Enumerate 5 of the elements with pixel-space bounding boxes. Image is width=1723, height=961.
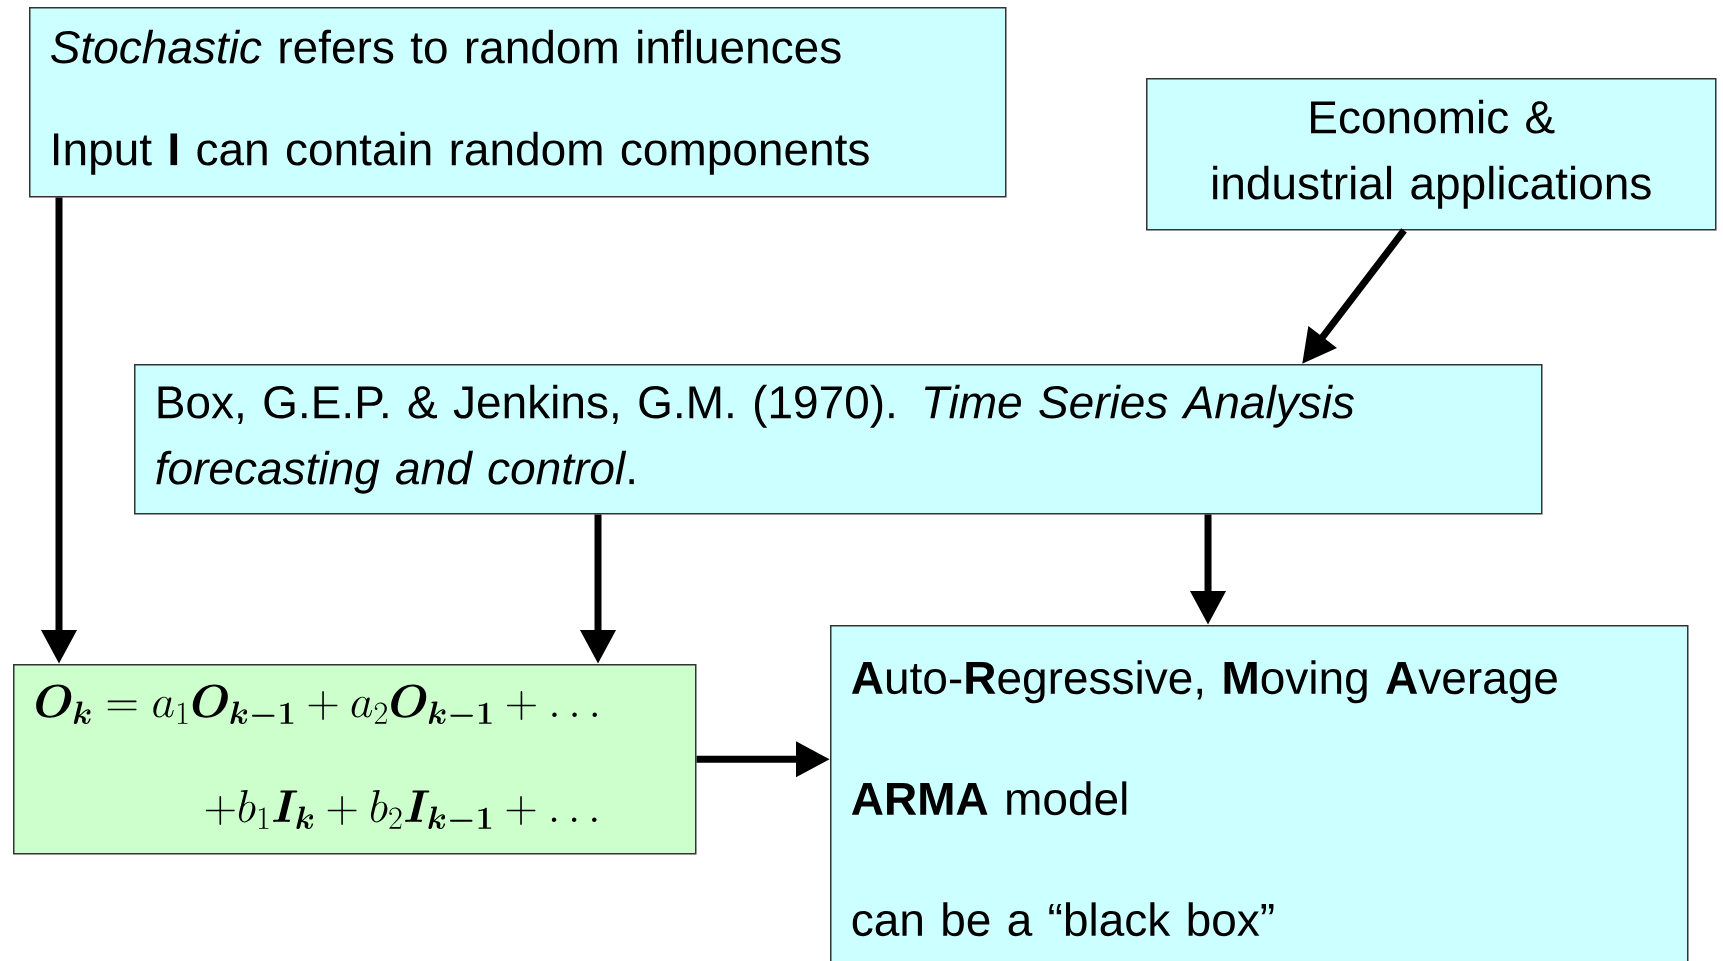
text-box: Auto-Regressive, Moving Average ARMA model can be a “black box”: [830, 625, 1689, 961]
formula-box: $\boldsymbol{O_k} = a_1\boldsymbol{O_{k-1}} + a_2\boldsymbol{O_{k-1}} + \ldots$ $+ b_1\boldsymbol{I_k} + b_2\boldsymbol{I_{k-1}} + \ldots$: [13, 664, 697, 855]
text-box: Economic & industrial applications: [1146, 78, 1717, 231]
text-box: Box, G.E.P. & Jenkins, G.M. (1970). Time Series Analysis forecasting and control.: [134, 364, 1543, 515]
text-box: Stochastic refers to random influences Input I can contain random components: [29, 7, 1007, 198]
